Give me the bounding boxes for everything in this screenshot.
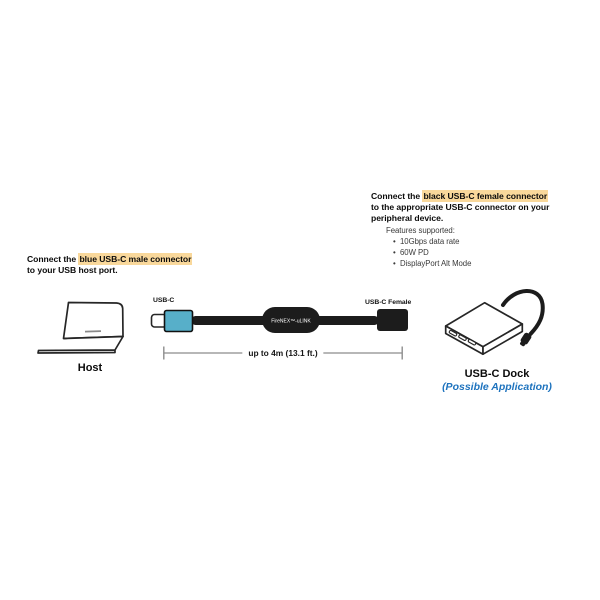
right-note-line2: to the appropriate USB-C connector on yo…	[371, 201, 550, 212]
cable-branding-badge	[262, 307, 320, 333]
laptop-base	[37, 335, 124, 354]
bullet-icon: •	[393, 258, 396, 268]
right-note-line3: peripheral device.	[371, 212, 444, 223]
feature-item: • DisplayPort Alt Mode	[393, 258, 546, 268]
dock-side-face	[482, 323, 524, 356]
host-label: Host	[77, 362, 103, 374]
features-list: Features supported: • 10Gbps data rate •…	[386, 226, 546, 271]
feature-item: • 10Gbps data rate	[393, 237, 546, 247]
usbc-male-connector	[163, 309, 194, 333]
cable-length-indicator: up to 4m (13.1 ft.)	[163, 346, 403, 360]
feature-item-label: 10Gbps data rate	[400, 237, 460, 247]
bullet-icon: •	[393, 237, 396, 247]
laptop-logo-dash	[84, 330, 102, 333]
left-note-pre: Connect the	[27, 254, 79, 264]
dock-port-slot	[448, 329, 458, 337]
right-note-pre: Connect the	[371, 191, 423, 201]
dock-port-slot	[467, 338, 477, 346]
left-instruction-note: Connect the blue USB-C male connector to…	[27, 253, 217, 276]
cable-drawing: FireNEX™-uLINK	[150, 307, 408, 333]
dock-port-slot	[458, 334, 467, 341]
features-title: Features supported:	[386, 226, 455, 235]
right-note-line1: Connect the black USB-C female connector	[371, 190, 581, 202]
bullet-icon: •	[393, 248, 396, 257]
dock-sublabel: (Possible Application)	[442, 381, 552, 393]
cable-brand-text: FireNEX™-uLINK	[271, 318, 311, 324]
feature-item-label: 60W PD	[400, 248, 429, 257]
usbc-male-label: USB-C	[153, 297, 175, 304]
feature-item-label: DisplayPort Alt Mode	[400, 258, 472, 268]
dock-label: USB-C Dock	[464, 368, 530, 380]
right-note-highlight: black USB-C female connector	[422, 190, 549, 202]
usbc-female-connector	[377, 309, 408, 331]
cable-length-text: up to 4m (13.1 ft.)	[242, 348, 324, 358]
host-laptop-drawing	[37, 301, 124, 354]
usbc-dock-drawing	[444, 289, 545, 356]
laptop-lid	[62, 301, 124, 340]
dock-cable	[501, 289, 545, 336]
feature-item: • 60W PD	[393, 248, 546, 257]
right-instruction-note: Connect the black USB-C female connector…	[371, 190, 581, 223]
dock-cable-connector	[520, 332, 532, 347]
left-note-line2: to your USB host port.	[27, 264, 118, 275]
usbc-female-label: USB-C Female	[365, 299, 412, 306]
left-note-line1: Connect the blue USB-C male connector	[27, 253, 217, 265]
left-note-highlight: blue USB-C male connector	[78, 253, 193, 265]
